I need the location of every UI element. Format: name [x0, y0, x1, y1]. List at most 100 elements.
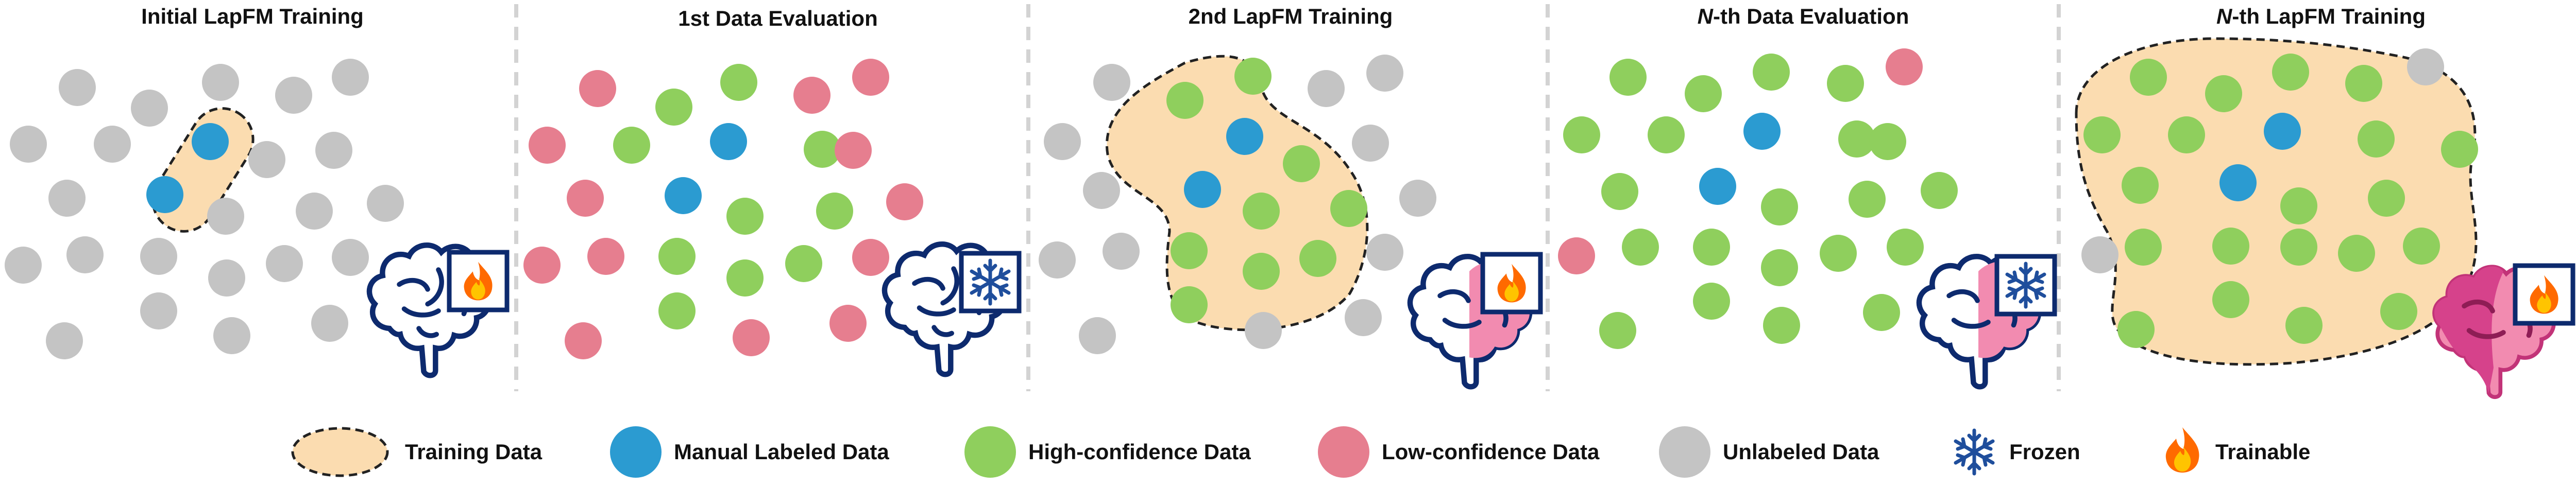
unlabeled-dot	[208, 259, 245, 297]
unlabeled-dot	[66, 236, 104, 273]
brain-icon-5	[2434, 267, 2554, 397]
unlabeled-dot	[48, 180, 86, 217]
high-confidence-dot	[2280, 229, 2317, 266]
unlabeled-dot	[315, 132, 352, 169]
legend-label: Unlabeled Data	[1723, 440, 1879, 464]
low-confidence-dot	[523, 247, 561, 284]
low-confidence-dot	[886, 183, 923, 220]
high-confidence-dot	[1601, 173, 1638, 210]
unlabeled-dot	[332, 239, 369, 276]
high-confidence-dot	[2130, 59, 2167, 96]
unlabeled-dot	[1366, 234, 1403, 271]
high-confidence-dot	[2380, 293, 2417, 330]
unlabeled-dot	[1399, 180, 1436, 217]
high-confidence-dot	[1763, 307, 1800, 344]
low-confidence-dot	[852, 239, 889, 276]
high-confidence-dot	[1609, 59, 1647, 96]
panel-title-2: 1st Data Evaluation	[678, 6, 877, 30]
high-confidence-dot	[2338, 235, 2375, 272]
manual-labeled-dot	[146, 176, 183, 213]
high-confidence-dot	[1753, 54, 1790, 91]
high-confidence-dot	[2285, 307, 2323, 344]
low-confidence-dot	[852, 59, 889, 96]
high-confidence-dot	[2083, 116, 2121, 153]
high-confidence-dot	[1921, 172, 1958, 209]
unlabeled-dot	[140, 238, 177, 275]
high-confidence-dot	[1234, 58, 1272, 95]
unlabeled-dot	[1044, 123, 1081, 160]
unlabeled-dot	[266, 245, 303, 282]
low-confidence-dot	[567, 180, 604, 217]
high-confidence-dot	[1243, 193, 1280, 230]
unlabeled-dot	[59, 69, 96, 106]
legend-frozen: Frozen	[1956, 430, 2080, 474]
high-confidence-dot	[2125, 229, 2162, 266]
manual-labeled-dot	[710, 123, 747, 160]
high-confidence-dot	[1869, 123, 1906, 160]
blue-dot-icon	[610, 426, 662, 478]
panel-title-3: 2nd LapFM Training	[1189, 4, 1393, 28]
panel-title-4: N-th Data Evaluation	[1698, 4, 1909, 28]
unlabeled-dot	[2081, 236, 2119, 273]
legend-low-confidence-data: Low-confidence Data	[1318, 426, 1600, 478]
unlabeled-dot	[207, 198, 244, 235]
snowflake-icon	[1994, 254, 2057, 317]
legend-label: Low-confidence Data	[1382, 440, 1600, 464]
high-confidence-dot	[1563, 116, 1600, 153]
high-confidence-dot	[726, 259, 764, 297]
snowflake-icon	[959, 251, 1022, 314]
manual-labeled-dot	[665, 177, 702, 214]
high-confidence-dot	[658, 238, 696, 275]
red-dot-icon	[1318, 426, 1369, 478]
high-confidence-dot	[1849, 181, 1886, 218]
high-confidence-dot	[1863, 294, 1900, 331]
legend-trainable: Trainable	[2165, 427, 2310, 473]
high-confidence-dot	[2345, 65, 2382, 102]
high-confidence-dot	[804, 131, 841, 168]
low-confidence-dot	[1886, 48, 1923, 85]
high-confidence-dot	[1243, 253, 1280, 290]
high-confidence-dot	[2122, 167, 2159, 204]
manual-labeled-dot	[1184, 171, 1221, 208]
fire-icon	[2513, 263, 2575, 326]
high-confidence-dot	[655, 89, 692, 126]
high-confidence-dot	[1283, 145, 1320, 182]
high-confidence-dot	[1171, 286, 1208, 323]
high-confidence-dot	[1685, 75, 1722, 112]
high-confidence-dot	[2441, 131, 2478, 168]
legend-training-data: Training Data	[291, 427, 543, 477]
legend-label: Trainable	[2215, 440, 2310, 464]
low-confidence-dot	[733, 319, 770, 356]
fire-icon	[447, 250, 510, 312]
green-dot-icon	[964, 426, 1016, 478]
unlabeled-dot	[367, 185, 404, 222]
unlabeled-dot	[1345, 299, 1382, 336]
high-confidence-dot	[720, 64, 757, 101]
unlabeled-dot	[1093, 64, 1130, 101]
manual-labeled-dot	[1743, 113, 1781, 150]
high-confidence-dot	[816, 193, 853, 230]
unlabeled-dot	[10, 126, 47, 163]
low-confidence-dot	[565, 322, 602, 359]
high-confidence-dot	[1827, 65, 1864, 102]
high-confidence-dot	[2117, 311, 2155, 348]
manual-labeled-dot	[1699, 168, 1736, 205]
high-confidence-dot	[2368, 180, 2405, 217]
low-confidence-dot	[835, 132, 872, 169]
legend-label: Manual Labeled Data	[674, 440, 889, 464]
fire-icon	[2165, 427, 2199, 473]
panel-title-1: Initial LapFM Training	[141, 4, 364, 28]
unlabeled-dot	[296, 193, 333, 230]
low-confidence-dot	[1558, 237, 1595, 274]
panel-dividers	[514, 4, 2061, 391]
snowflake-icon	[1956, 430, 1993, 474]
unlabeled-dot	[2407, 48, 2444, 85]
unlabeled-dot	[202, 64, 239, 101]
legend-label: Frozen	[2009, 440, 2080, 464]
unlabeled-dot	[213, 317, 250, 354]
high-confidence-dot	[2358, 120, 2395, 158]
gray-dot-icon	[1659, 426, 1710, 478]
data-points	[5, 48, 2478, 359]
high-confidence-dot	[1693, 229, 1730, 266]
high-confidence-dot	[1648, 116, 1685, 153]
